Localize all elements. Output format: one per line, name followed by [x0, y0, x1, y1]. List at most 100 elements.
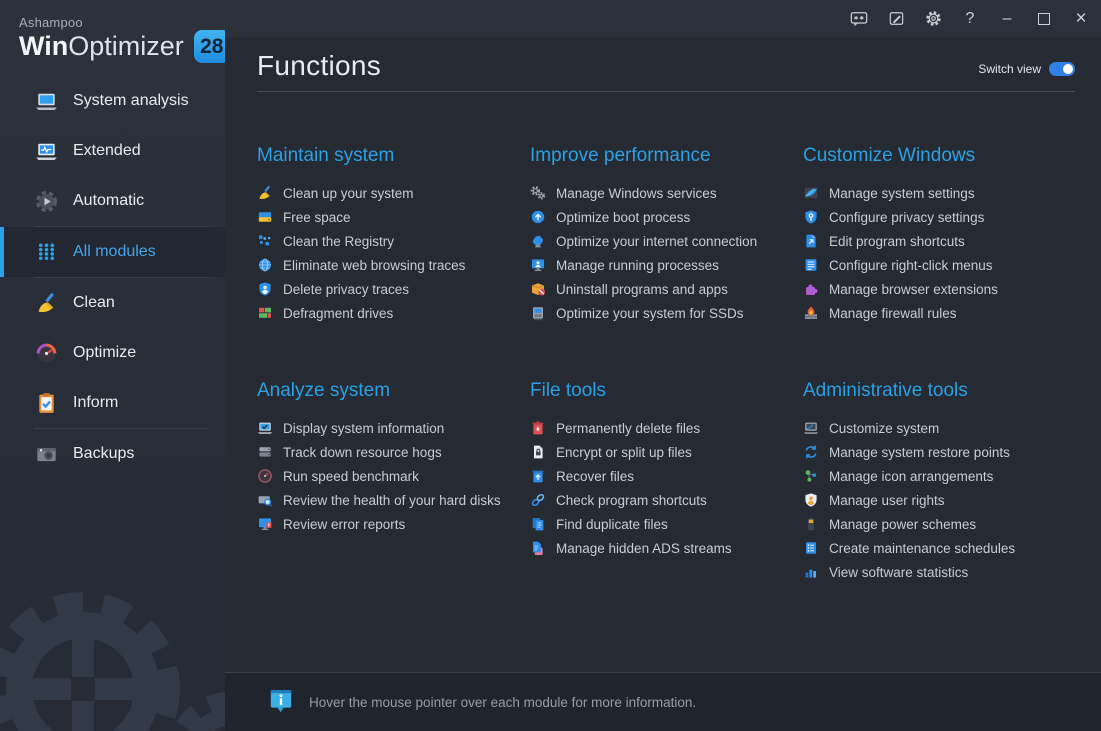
sidebar-item-inform[interactable]: Inform — [0, 378, 225, 428]
module-label: Review error reports — [283, 516, 406, 532]
gears-icon — [530, 185, 546, 201]
module-label: Free space — [283, 209, 351, 225]
registry-icon — [257, 233, 273, 249]
module-item-view-software-statistics[interactable]: View software statistics — [803, 560, 1076, 584]
category-title: Analyze system — [257, 380, 391, 401]
settings-gear-icon[interactable] — [921, 6, 945, 32]
module-item-uninstall-programs-and-apps[interactable]: Uninstall programs and apps — [530, 277, 803, 301]
close-button[interactable]: × — [1075, 7, 1087, 29]
sidebar-item-label: All modules — [73, 243, 156, 260]
module-item-track-down-resource-hogs[interactable]: Track down resource hogs — [257, 440, 530, 464]
category-title: Maintain system — [257, 145, 395, 166]
module-item-edit-program-shortcuts[interactable]: Edit program shortcuts — [803, 229, 1076, 253]
module-item-manage-icon-arrangements[interactable]: Manage icon arrangements — [803, 464, 1076, 488]
sidebar: Ashampoo WinOptimizer 28 System analysis… — [0, 0, 225, 731]
module-item-manage-browser-extensions[interactable]: Manage browser extensions — [803, 277, 1076, 301]
feedback-icon[interactable] — [847, 6, 871, 32]
module-item-configure-right-click-menus[interactable]: Configure right-click menus — [803, 253, 1076, 277]
sidebar-item-label: Inform — [73, 394, 119, 411]
module-item-manage-power-schemes[interactable]: Manage power schemes — [803, 512, 1076, 536]
broom-icon — [257, 185, 273, 201]
module-label: Display system information — [283, 420, 445, 436]
category-title: Customize Windows — [803, 145, 976, 166]
module-label: Manage running processes — [556, 257, 719, 273]
link-icon — [530, 492, 546, 508]
edit-note-icon[interactable] — [884, 6, 908, 32]
module-item-manage-system-restore-points[interactable]: Manage system restore points — [803, 440, 1076, 464]
sidebar-separator — [34, 428, 209, 429]
sidebar-item-all-modules[interactable]: All modules — [0, 227, 225, 277]
module-item-review-the-health-of-your-hard-disks[interactable]: Review the health of your hard disks — [257, 488, 530, 512]
module-item-manage-running-processes[interactable]: Manage running processes — [530, 253, 803, 277]
gears-watermark-icon — [0, 592, 225, 731]
ssd-icon — [530, 305, 546, 321]
module-item-free-space[interactable]: Free space — [257, 205, 530, 229]
module-item-optimize-boot-process[interactable]: Optimize boot process — [530, 205, 803, 229]
benchmark-icon — [257, 468, 273, 484]
grid-modules-icon — [34, 240, 58, 264]
shield-pin-icon — [803, 209, 819, 225]
module-item-display-system-information[interactable]: Display system information — [257, 416, 530, 440]
module-item-clean-the-registry[interactable]: Clean the Registry — [257, 229, 530, 253]
privacy-shield-icon — [257, 281, 273, 297]
gear-play-icon — [34, 189, 58, 213]
module-item-manage-system-settings[interactable]: Manage system settings — [803, 181, 1076, 205]
disk-health-icon — [257, 492, 273, 508]
module-item-find-duplicate-files[interactable]: Find duplicate files — [530, 512, 803, 536]
sidebar-item-system-analysis[interactable]: System analysis — [0, 76, 225, 126]
module-label: Configure right-click menus — [829, 257, 993, 273]
module-item-check-program-shortcuts[interactable]: Check program shortcuts — [530, 488, 803, 512]
doc-arrow-icon — [803, 233, 819, 249]
module-item-optimize-your-internet-connection[interactable]: Optimize your internet connection — [530, 229, 803, 253]
sidebar-item-automatic[interactable]: Automatic — [0, 176, 225, 226]
module-item-recover-files[interactable]: Recover files — [530, 464, 803, 488]
sidebar-item-optimize[interactable]: Optimize — [0, 328, 225, 378]
module-item-manage-hidden-ads-streams[interactable]: Manage hidden ADS streams — [530, 536, 803, 560]
sidebar-item-backups[interactable]: Backups — [0, 429, 225, 479]
minimize-button[interactable]: – — [1002, 9, 1012, 27]
module-item-manage-user-rights[interactable]: Manage user rights — [803, 488, 1076, 512]
maximize-button[interactable] — [1032, 6, 1056, 32]
module-item-manage-windows-services[interactable]: Manage Windows services — [530, 181, 803, 205]
category-title: Administrative tools — [803, 380, 968, 401]
module-label: Review the health of your hard disks — [283, 492, 501, 508]
module-item-create-maintenance-schedules[interactable]: Create maintenance schedules — [803, 536, 1076, 560]
module-label: Defragment drives — [283, 305, 394, 321]
sidebar-item-clean[interactable]: Clean — [0, 278, 225, 328]
globe-icon — [257, 257, 273, 273]
switch-view-toggle[interactable] — [1049, 62, 1075, 76]
module-label: Manage Windows services — [556, 185, 717, 201]
defrag-icon — [257, 305, 273, 321]
module-item-manage-firewall-rules[interactable]: Manage firewall rules — [803, 301, 1076, 325]
module-item-clean-up-your-system[interactable]: Clean up your system — [257, 181, 530, 205]
module-item-encrypt-or-split-up-files[interactable]: Encrypt or split up files — [530, 440, 803, 464]
module-item-optimize-your-system-for-ssds[interactable]: Optimize your system for SSDs — [530, 301, 803, 325]
sidebar-item-extended[interactable]: Extended — [0, 126, 225, 176]
module-item-permanently-delete-files[interactable]: Permanently delete files — [530, 416, 803, 440]
bar-chart-icon — [803, 564, 819, 580]
module-label: Create maintenance schedules — [829, 540, 1016, 556]
module-item-review-error-reports[interactable]: Review error reports — [257, 512, 530, 536]
module-label: Manage system restore points — [829, 444, 1010, 460]
module-label: Permanently delete files — [556, 420, 701, 436]
module-item-delete-privacy-traces[interactable]: Delete privacy traces — [257, 277, 530, 301]
context-menu-icon — [803, 257, 819, 273]
module-label: Edit program shortcuts — [829, 233, 965, 249]
free-space-icon — [257, 209, 273, 225]
sidebar-separator — [34, 226, 209, 227]
switch-view-control[interactable]: Switch view — [978, 62, 1075, 76]
camera-icon — [34, 442, 58, 466]
module-item-run-speed-benchmark[interactable]: Run speed benchmark — [257, 464, 530, 488]
module-item-configure-privacy-settings[interactable]: Configure privacy settings — [803, 205, 1076, 229]
module-item-defragment-drives[interactable]: Defragment drives — [257, 301, 530, 325]
help-button[interactable]: ? — [965, 9, 975, 27]
info-message: Hover the mouse pointer over each module… — [309, 694, 697, 710]
module-label: View software statistics — [829, 564, 969, 580]
module-label: Manage power schemes — [829, 516, 977, 532]
page-title: Functions — [257, 50, 382, 81]
module-item-customize-system[interactable]: Customize system — [803, 416, 1076, 440]
module-item-eliminate-web-browsing-traces[interactable]: Eliminate web browsing traces — [257, 253, 530, 277]
